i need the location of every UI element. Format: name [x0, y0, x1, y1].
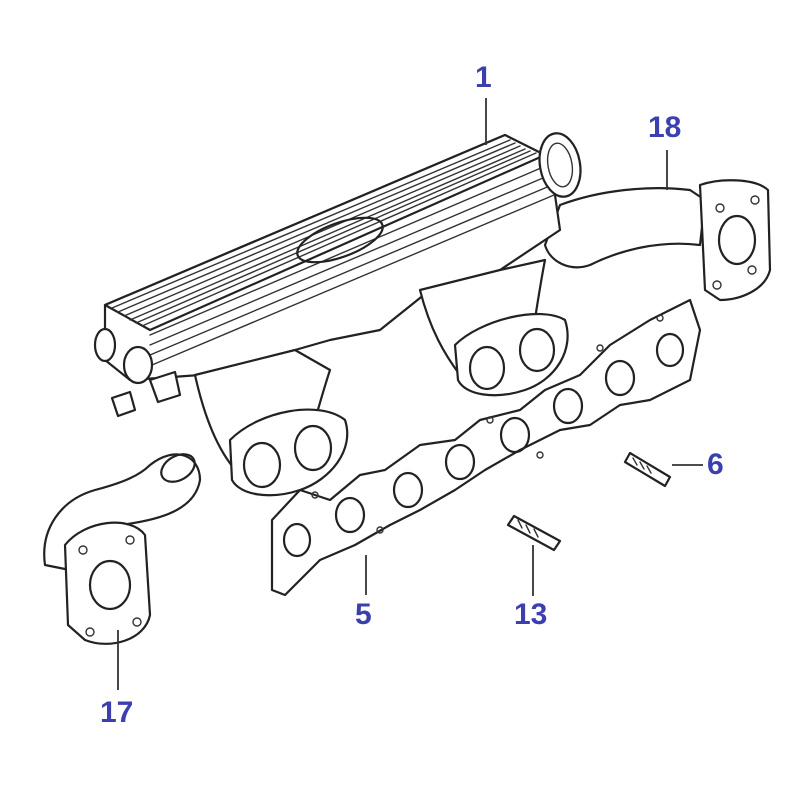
- callout-13: 13: [514, 598, 548, 631]
- callout-6: 6: [707, 448, 724, 481]
- part-18-pipe: [543, 179, 772, 302]
- part-5-gasket: [270, 298, 702, 597]
- callout-5: 5: [355, 598, 372, 631]
- callout-1: 1: [475, 61, 492, 94]
- part-1-manifold: [93, 132, 582, 497]
- callout-18: 18: [648, 111, 682, 144]
- part-13-stud: [506, 514, 562, 552]
- part-6-stud: [623, 451, 672, 488]
- part-17-pipe: [43, 453, 202, 645]
- callout-17: 17: [100, 696, 134, 729]
